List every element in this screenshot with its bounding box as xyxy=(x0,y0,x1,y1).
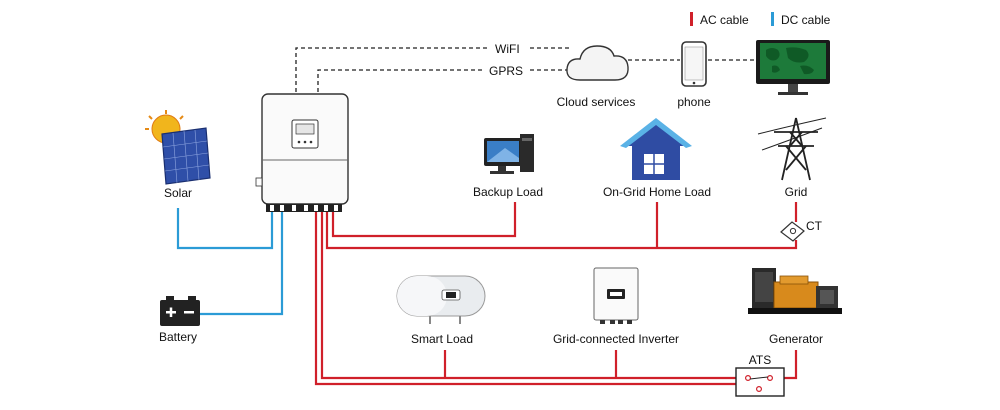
dc-legend-swatch xyxy=(771,12,774,26)
house-icon xyxy=(620,118,692,180)
generator-port-cable xyxy=(320,212,740,380)
generator-cable xyxy=(782,350,798,380)
backup-load-label: Backup Load xyxy=(473,185,543,199)
phone-icon xyxy=(681,41,707,87)
dc-cables xyxy=(176,208,284,316)
battery-label: Battery xyxy=(159,330,197,344)
phone-label: phone xyxy=(677,95,711,109)
ct-sensor-icon xyxy=(780,221,805,242)
smart-load-port-cable xyxy=(314,212,740,386)
monitor-icon xyxy=(756,40,830,95)
legend: AC cable DC cable xyxy=(690,12,831,27)
grid-inverter-label: Grid-connected Inverter xyxy=(553,332,679,346)
power-tower-icon xyxy=(757,117,827,181)
dc-legend-label: DC cable xyxy=(781,13,831,27)
solar-label: Solar xyxy=(164,186,192,200)
water-heater-icon xyxy=(396,275,486,324)
grid-inverter-icon xyxy=(593,267,639,324)
computer-icon xyxy=(484,134,534,174)
ct-label: CT xyxy=(806,219,823,233)
gprs-label: GPRS xyxy=(489,64,523,78)
battery-dc-cable xyxy=(200,212,284,316)
ats-label: ATS xyxy=(749,353,771,367)
smart-load-label: Smart Load xyxy=(411,332,473,346)
generator-icon xyxy=(748,268,842,314)
cloud-label: Cloud services xyxy=(557,95,636,109)
wifi-label: WiFI xyxy=(495,42,520,56)
ac-cables xyxy=(314,202,798,386)
ac-legend-label: AC cable xyxy=(700,13,749,27)
battery-icon xyxy=(160,296,200,326)
ats-box xyxy=(735,367,785,397)
ac-legend-swatch xyxy=(690,12,693,26)
backup-load-cable xyxy=(331,202,517,238)
solar-dc-cable xyxy=(176,208,274,250)
grid-label: Grid xyxy=(785,185,808,199)
solar-panel-icon xyxy=(145,110,211,185)
cloud-icon xyxy=(566,45,629,81)
generator-label: Generator xyxy=(769,332,823,346)
gprs-link xyxy=(317,69,484,92)
hybrid-inverter-icon xyxy=(255,93,349,212)
home-load-label: On-Grid Home Load xyxy=(603,185,711,199)
comm-links xyxy=(295,47,758,92)
wifi-link xyxy=(295,47,490,92)
grid-ac-cable xyxy=(325,212,798,250)
